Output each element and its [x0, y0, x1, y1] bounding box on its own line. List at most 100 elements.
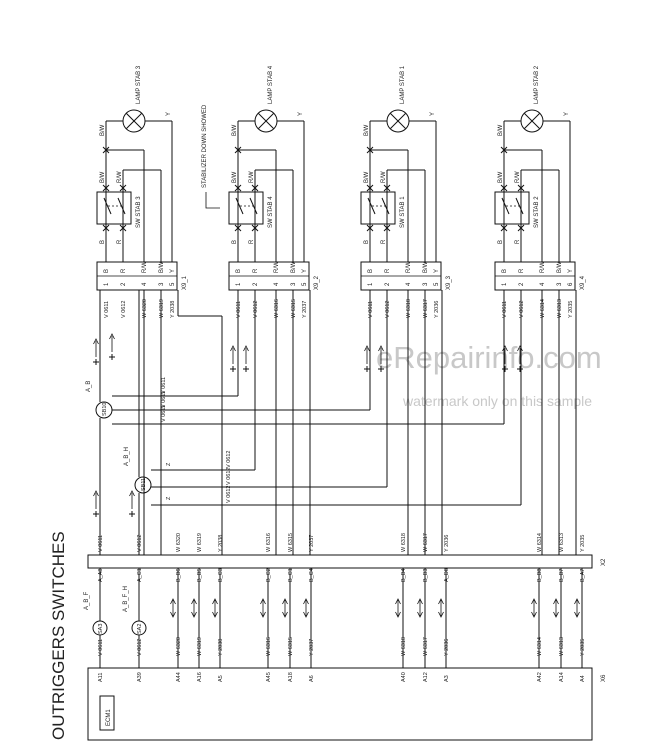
bidirectional-arrow-icon — [531, 598, 537, 618]
x6-wire-label: Y 2037 — [309, 639, 315, 656]
x6-wire-label: Y 2038 — [218, 639, 224, 656]
arrow-head — [417, 611, 423, 618]
connector-label: X9_2 — [314, 275, 320, 290]
arrow-head — [191, 611, 197, 618]
wire-label-b: B — [364, 240, 370, 244]
switch-contact — [501, 197, 510, 215]
x6-pin-label: A5 — [218, 675, 224, 682]
wire-label-bw: B/W — [232, 171, 238, 183]
bus-v0611-label: V 0611 — [161, 377, 167, 394]
wire-label-bw: B/W — [232, 124, 238, 136]
x2-wire-label: W 6314 — [537, 533, 543, 552]
connector-pin-number: 1 — [104, 282, 110, 286]
connector-wire-label: R — [121, 268, 127, 273]
x6-pin-label: A3 — [444, 675, 450, 682]
arrow-head — [531, 611, 537, 618]
x6-wire-label: V 0611 — [98, 639, 104, 656]
x6-pin-label: A6 — [309, 675, 315, 682]
connector-wire-label: B — [236, 269, 242, 273]
connector-label: X9_3 — [446, 275, 452, 290]
sb11-tag: A_B_H — [124, 447, 130, 466]
arrow-head — [129, 490, 135, 497]
wire-label-y: Y — [564, 112, 570, 116]
sa2-tag: A_B_F_H — [123, 586, 129, 612]
sa3-tag: A_B_F — [84, 591, 90, 610]
bidirectional-arrow-icon — [260, 598, 266, 618]
arrow-head — [282, 598, 288, 605]
connector-pin-number: 5 — [170, 282, 176, 286]
x6-wire-label: W 6313 — [559, 637, 565, 656]
arrow-head — [517, 345, 523, 352]
wire-label-rw: R/W — [515, 171, 521, 183]
x6-wire-label: W 6316 — [266, 637, 272, 656]
sb10-label: SB10 — [102, 403, 108, 416]
wire-id-label: V 0611 — [236, 301, 242, 318]
stabilizer-note-arrow — [205, 192, 220, 209]
sa2-label: SA2 — [137, 624, 143, 634]
x6-pin-label: A42 — [537, 672, 543, 682]
x6-wire-label: W 6318 — [401, 637, 407, 656]
connector-wire-label: R — [253, 268, 259, 273]
lamp-cross — [390, 113, 406, 129]
connector-pin-number: 3 — [291, 282, 297, 286]
x2-wire-label: Y 2036 — [444, 535, 450, 552]
sa2-switch-icon — [131, 620, 147, 636]
wire-label-r: R — [117, 239, 123, 244]
signal-arrow-icon — [243, 345, 249, 372]
arrow-head — [502, 345, 508, 352]
arrow-head — [93, 338, 99, 345]
stabilizer-switch-icon — [360, 191, 396, 225]
arrow-head — [395, 598, 401, 605]
x2-wire-label: W 6316 — [266, 533, 272, 552]
connector-pin-number: 2 — [385, 282, 391, 286]
wire-label-bw: B/W — [364, 124, 370, 136]
connector-pin-number: 3 — [159, 282, 165, 286]
connector-pin-number: 1 — [502, 282, 508, 286]
arrow-head — [191, 598, 197, 605]
arrow-head — [303, 611, 309, 618]
x2-pin-label: B_B4 — [401, 569, 407, 582]
switch-label: SW STAB 3 — [136, 196, 142, 228]
lamp-label: LAMP STAB 2 — [534, 65, 540, 104]
x2-wire-label: Y 2037 — [309, 535, 315, 552]
bus-v0612-label: V 0612 — [226, 468, 232, 485]
wire-id-label: V 0612 — [253, 301, 259, 318]
x6-wire-label: V 0612 — [137, 639, 143, 656]
connector-pin-number: 1 — [368, 282, 374, 286]
wire-label-bw: B/W — [498, 124, 504, 136]
wire-id-label: W 6317 — [423, 299, 429, 318]
switch-box — [494, 191, 530, 225]
connector-wire-label: Y — [434, 269, 440, 273]
bidirectional-arrow-icon — [417, 598, 423, 618]
switch-contact — [235, 197, 244, 215]
x2-pin-label: B_B8 — [537, 569, 543, 582]
x6-wire-label: W 6314 — [537, 637, 543, 656]
bus-v0612-label: V 0612 — [226, 451, 232, 468]
connector-pin-number: 4 — [274, 282, 280, 286]
arrow-head — [417, 598, 423, 605]
wire-id-label: Y 2038 — [170, 301, 176, 318]
x2-pin-label: B_B5 — [197, 569, 203, 582]
wire-id-label: W 6313 — [557, 299, 563, 318]
bidirectional-arrow-icon — [438, 598, 444, 618]
arrow-head — [438, 611, 444, 618]
arrow-head — [212, 598, 218, 605]
stabilizer-switch-icon — [96, 191, 132, 225]
lamp-icon — [122, 109, 146, 133]
arrow-head — [553, 598, 559, 605]
x2-pin-label: B_B3 — [423, 569, 429, 582]
x2-wire-label: V 0612 — [137, 535, 143, 552]
x2-wire-label: Y 2038 — [218, 535, 224, 552]
arrow-head — [93, 490, 99, 497]
switch-box — [228, 191, 264, 225]
lamp-icon — [254, 109, 278, 133]
connector-pin-number: 4 — [142, 282, 148, 286]
connector-wire-label: Y — [170, 269, 176, 273]
connector-pin-number: 3 — [423, 282, 429, 286]
x6-pin-label: A14 — [559, 672, 565, 682]
sa3-switch-icon — [92, 620, 108, 636]
connector-pin-number: 4 — [540, 282, 546, 286]
ecm-box — [99, 695, 115, 731]
